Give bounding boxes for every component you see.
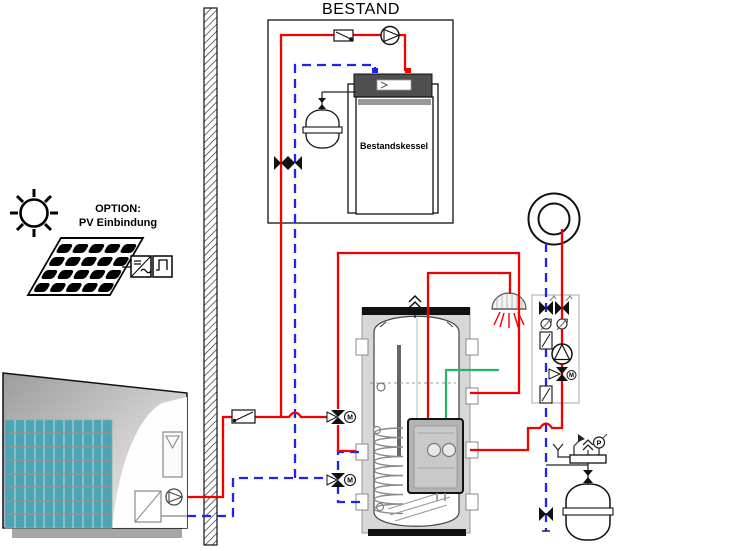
- safety-group: P: [552, 433, 614, 541]
- check-valve-icon: [539, 331, 553, 350]
- bestand-title: BESTAND: [322, 1, 400, 18]
- sensor-well: [397, 345, 401, 457]
- mixing-valve-icon: M: [548, 367, 577, 381]
- thermometer-icon: [540, 318, 552, 331]
- motor-valve-return: M: [326, 473, 357, 487]
- check-valve-icon: [539, 385, 553, 404]
- pv-option-section: OPTION: PV Einbindung: [10, 189, 173, 296]
- shutoff-valve-icon: [539, 301, 553, 315]
- bestand-check-valve-icon: [333, 29, 354, 42]
- tank-base: [368, 529, 466, 536]
- fan-module: [162, 431, 183, 478]
- evaporator-grid: [4, 419, 113, 529]
- shutoff-valve-icon: [274, 156, 288, 170]
- shutoff-valve-icon: [555, 301, 569, 315]
- boiler-supply-tap: [405, 68, 411, 73]
- drain-valve-icon: [539, 507, 553, 532]
- tank-top-cap: [362, 307, 470, 315]
- motor-valve-supply: M: [326, 410, 357, 424]
- gauge-label: P: [597, 441, 602, 448]
- air-vent-icon: [408, 294, 422, 318]
- circuit-pump-icon: [551, 343, 573, 365]
- tank-coil: [373, 427, 404, 515]
- thermometer-icon: [556, 318, 568, 331]
- sensor-pipe: [444, 368, 499, 419]
- air-vent-icon: [582, 439, 594, 455]
- heating-circuit-icon: [527, 192, 581, 246]
- pressure-gauge-icon: P: [592, 433, 608, 455]
- drain-funnel-icon: [552, 443, 570, 458]
- existing-boiler: Bestandskessel: [347, 73, 439, 215]
- boiler-body-band: [358, 99, 431, 105]
- module-pump-icon: [426, 442, 442, 458]
- safety-valve-icon: [573, 434, 585, 455]
- boiler-body: [355, 96, 434, 215]
- module-pump-icon: [441, 442, 457, 458]
- shower-spray: [493, 311, 525, 328]
- safety-manifold: [569, 454, 607, 464]
- grid-switch-icon: [152, 255, 173, 278]
- shutoff-valve-icon: [288, 156, 302, 170]
- option-label-2: PV Einbindung: [79, 217, 157, 229]
- shower-icon: [491, 292, 527, 310]
- motor-label: M: [347, 415, 353, 422]
- bestand-boundary-box: [267, 19, 454, 224]
- motor-label: M: [569, 373, 574, 379]
- inverter-icon: [130, 255, 152, 278]
- hp-check-valve-icon: [231, 409, 256, 424]
- bestand-pump-icon: [380, 25, 400, 46]
- bestand-section: Bestandskessel: [267, 19, 454, 224]
- motor-label: M: [347, 478, 353, 485]
- display-indicator-icon: [380, 81, 389, 89]
- hp-pump-icon: [165, 488, 184, 506]
- boiler-return-tap: [372, 68, 378, 73]
- sun-icon: [10, 189, 58, 237]
- buffer-tank: [355, 294, 479, 536]
- vessel-valve-icon: [318, 98, 326, 109]
- bestand-expansion-vessel: [302, 91, 356, 149]
- pv-panel-icon: [26, 237, 145, 296]
- boiler-label: Bestandskessel: [360, 141, 428, 151]
- boiler-display: [376, 79, 412, 91]
- vessel-band: [562, 507, 614, 516]
- fan-icon: [165, 435, 180, 450]
- pump-group-symbols: M: [539, 294, 577, 404]
- wall-hatched: [203, 7, 218, 546]
- pump-group-box: [531, 294, 580, 404]
- vessel-valve-icon: [583, 470, 593, 483]
- heat-pump-unit: [2, 372, 188, 538]
- freshwater-module: [407, 418, 464, 501]
- option-label-1: OPTION:: [95, 203, 141, 215]
- heat-pump-plinth: [12, 528, 182, 538]
